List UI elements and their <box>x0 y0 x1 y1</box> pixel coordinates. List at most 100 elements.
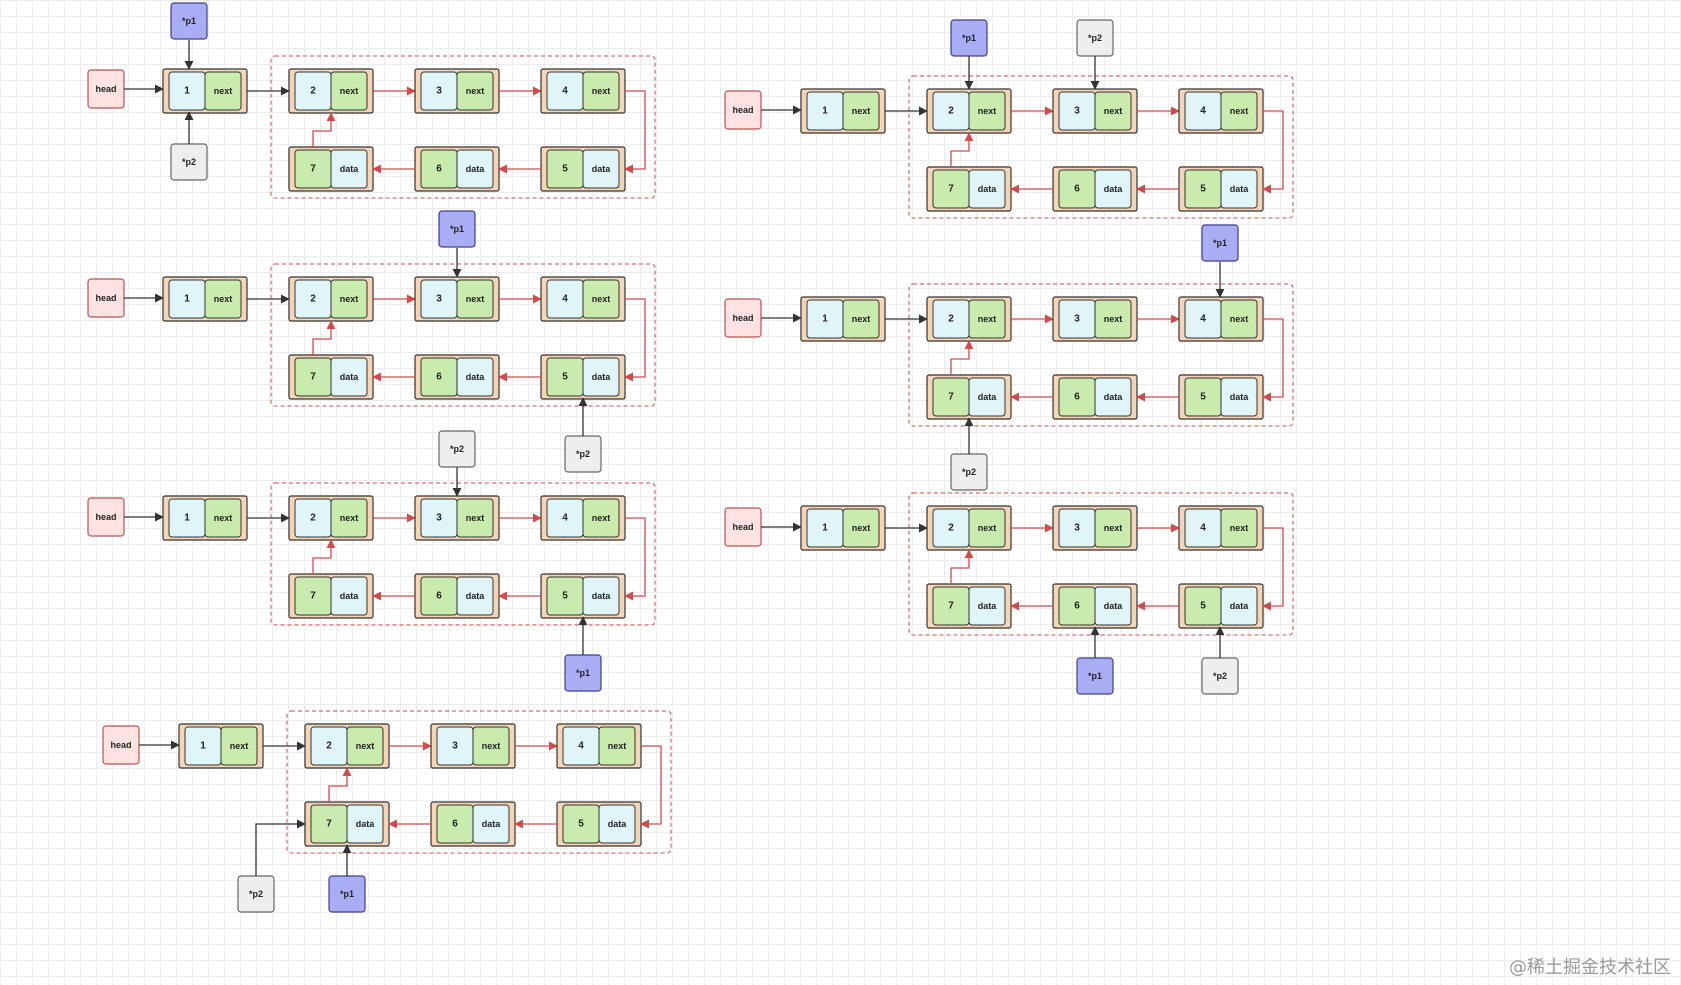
pointer-p1: *p1 <box>438 210 476 278</box>
next-label: next <box>1104 523 1123 533</box>
node-value-label: 2 <box>326 741 332 752</box>
next-label: next <box>356 741 375 751</box>
node-value-label: 1 <box>184 513 190 524</box>
next-label: next <box>1230 314 1249 324</box>
next-cell <box>842 299 880 339</box>
data-label: data <box>592 372 612 382</box>
pointer-p2: *p2 <box>1201 626 1239 695</box>
next-cell <box>1220 91 1258 131</box>
data-cell <box>968 377 1006 417</box>
head-box: head <box>724 298 762 338</box>
pointer-p1-label: *p1 <box>1088 671 1102 681</box>
next-label: next <box>340 513 359 523</box>
node-value-label: 3 <box>436 86 442 97</box>
pointer-p1-label: *p1 <box>450 224 464 234</box>
head-label: head <box>732 105 753 115</box>
next-label: next <box>482 741 501 751</box>
ring-arrow-7-2 <box>950 132 974 167</box>
pointer-p1-box <box>170 2 208 40</box>
data-label: data <box>1230 601 1250 611</box>
next-cell <box>456 279 494 319</box>
data-label: data <box>978 184 998 194</box>
data-cell <box>598 804 636 844</box>
node-value-label: 6 <box>1074 184 1080 195</box>
head-label: head <box>95 293 116 303</box>
head-box: head <box>724 90 762 130</box>
data-label: data <box>340 372 360 382</box>
data-cell <box>456 576 494 616</box>
node-value-label: 7 <box>310 164 316 175</box>
data-label: data <box>482 819 502 829</box>
next-label: next <box>592 513 611 523</box>
next-cell <box>1220 508 1258 548</box>
node-value-label: 6 <box>436 591 442 602</box>
pointer-p2: *p2 <box>438 430 476 497</box>
next-label: next <box>852 314 871 324</box>
next-label: next <box>466 86 485 96</box>
next-cell <box>456 498 494 538</box>
ring-container <box>270 55 656 199</box>
data-label: data <box>978 601 998 611</box>
pointer-p2-label: *p2 <box>182 157 196 167</box>
node-value-label: 4 <box>1200 314 1206 325</box>
node-value-label: 1 <box>822 106 828 117</box>
data-cell <box>582 149 620 189</box>
pointer-p1-label: *p1 <box>576 668 590 678</box>
data-label: data <box>466 164 486 174</box>
data-cell <box>330 357 368 397</box>
ring-arrow-7-2 <box>312 320 336 355</box>
node-value-label: 7 <box>310 372 316 383</box>
node-value-label: 6 <box>1074 601 1080 612</box>
node-value-label: 4 <box>578 741 584 752</box>
pointer-p1: *p1 <box>328 844 366 913</box>
head-label: head <box>110 740 131 750</box>
pointer-p2: *p2 <box>170 111 208 181</box>
ring-arrow-7-2 <box>950 340 974 375</box>
next-label: next <box>214 294 233 304</box>
next-label: next <box>852 106 871 116</box>
next-cell <box>220 726 258 766</box>
pointer-p2-label: *p2 <box>249 889 263 899</box>
node-value-label: 7 <box>310 591 316 602</box>
ring-arrow-7-2 <box>312 539 336 574</box>
node-value-label: 6 <box>452 819 458 830</box>
node-value-label: 1 <box>822 523 828 534</box>
next-label: next <box>466 513 485 523</box>
next-cell <box>842 508 880 548</box>
node-value-label: 2 <box>310 86 316 97</box>
ring-arrow-7-2 <box>950 549 974 584</box>
node-value-label: 7 <box>948 601 954 612</box>
pointer-p2-label: *p2 <box>1088 33 1102 43</box>
data-label: data <box>466 372 486 382</box>
data-cell <box>330 576 368 616</box>
data-cell <box>1220 586 1258 626</box>
next-cell <box>204 279 242 319</box>
node-value-label: 1 <box>184 294 190 305</box>
data-label: data <box>466 591 486 601</box>
node-value-label: 4 <box>1200 523 1206 534</box>
node-value-label: 4 <box>562 294 568 305</box>
next-cell <box>204 71 242 111</box>
node-value-label: 7 <box>326 819 332 830</box>
pointer-p2: *p2 <box>237 819 306 913</box>
